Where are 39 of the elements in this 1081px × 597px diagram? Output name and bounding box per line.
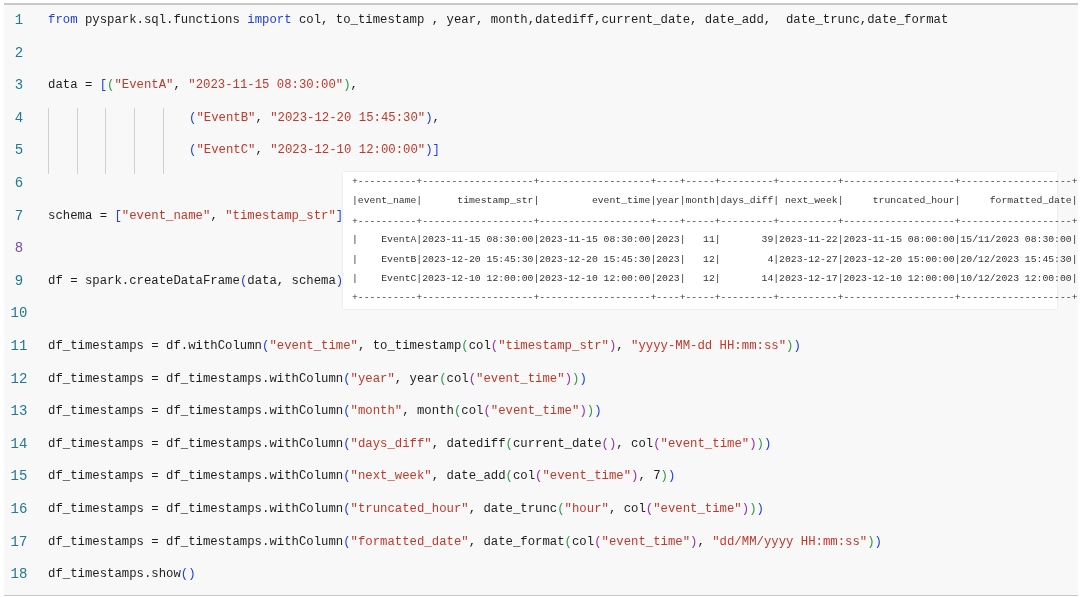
line-number: 12 (9, 370, 29, 387)
table-border-line: +----------+-------------------+-------------------+----+-----+---------+----------+-------------------+-------------------+ (352, 216, 1078, 227)
line-number: 3 (13, 77, 25, 94)
line-number: 13 (9, 403, 29, 420)
line-number: 10 (9, 305, 29, 322)
code-line: from pyspark.sql.functions import col, to_timestamp , year, month,datediff,current_date, date_add, date_trunc,date_format (48, 13, 949, 27)
code-line: df_timestamps = df_timestamps.withColumn("month", month(col("event_time"))) (48, 404, 602, 419)
line-number: 11 (9, 338, 29, 354)
table-row: | EventC|2023-12-10 12:00:00|2023-12-10 12:00:00|2023| 12| 14|2023-12-17|2023-12-10 12:00:00|10/12/2023 12:00:00| (352, 273, 1078, 284)
table-border-line: +----------+-------------------+-------------------+----+-----+---------+----------+-------------------+-------------------+ (352, 176, 1078, 187)
line-number: 14 (9, 435, 29, 452)
code-line: df_timestamps = df_timestamps.withColumn("truncated_hour", date_trunc("hour", col("event_time"))) (48, 502, 764, 516)
line-number: 16 (9, 501, 29, 517)
line-number: 7 (13, 207, 25, 224)
table-row: | EventB|2023-12-20 15:45:30|2023-12-20 15:45:30|2023| 12| 4|2023-12-27|2023-12-20 15:00:00|20/12/2023 15:45:30| (352, 254, 1078, 265)
line-number: 4 (13, 109, 25, 126)
line-number: 6 (13, 175, 25, 191)
code-line: df_timestamps = df_timestamps.withColumn("year", year(col("event_time"))) (48, 371, 587, 386)
code-line: ("EventC", "2023-12-10 12:00:00")] (189, 143, 440, 158)
line-number: 1 (13, 12, 25, 28)
line-number: 18 (9, 566, 29, 583)
line-number: 9 (13, 272, 25, 289)
code-line: df_timestamps = df_timestamps.withColumn("formatted_date", date_format(col("event_time"), "dd/MM/yyyy HH:mm:ss")) (48, 534, 882, 549)
table-border-line: +----------+-------------------+-------------------+----+-----+---------+----------+-------------------+-------------------+ (352, 292, 1078, 303)
table-row: | EventA|2023-11-15 08:30:00|2023-11-15 08:30:00|2023| 11| 39|2023-11-22|2023-11-15 08:00:00|15/11/2023 08:30:00| (352, 234, 1078, 245)
line-number: 8 (13, 240, 25, 257)
line-number: 2 (13, 44, 25, 61)
code-line: df_timestamps = df_timestamps.withColumn("next_week", date_add(col("event_time"), 7)) (48, 469, 676, 484)
code-line: ("EventB", "2023-12-20 15:45:30"), (189, 110, 440, 125)
code-line: schema = ["event_name", "timestamp_str"] (48, 208, 344, 223)
code-line: df = spark.createDataFrame(data, schema) (48, 273, 344, 288)
line-number: 15 (9, 468, 29, 485)
line-number: 17 (9, 533, 29, 550)
code-line: df_timestamps = df_timestamps.withColumn("days_diff", datediff(current_date(), col("event_time"))) (48, 436, 772, 451)
table-row: |event_name| timestamp_str| event_time|year|month|days_diff| next_week| truncated_hour| formatted_date| (352, 195, 1078, 206)
code-line: df_timestamps = df.withColumn("event_time", to_timestamp(col("timestamp_str"), "yyyy-MM-dd HH:mm:ss")) (48, 339, 801, 353)
code-line: data = [("EventA", "2023-11-15 08:30:00"), (48, 78, 358, 93)
line-number: 5 (13, 142, 25, 159)
code-line: df_timestamps.show() (48, 567, 196, 582)
